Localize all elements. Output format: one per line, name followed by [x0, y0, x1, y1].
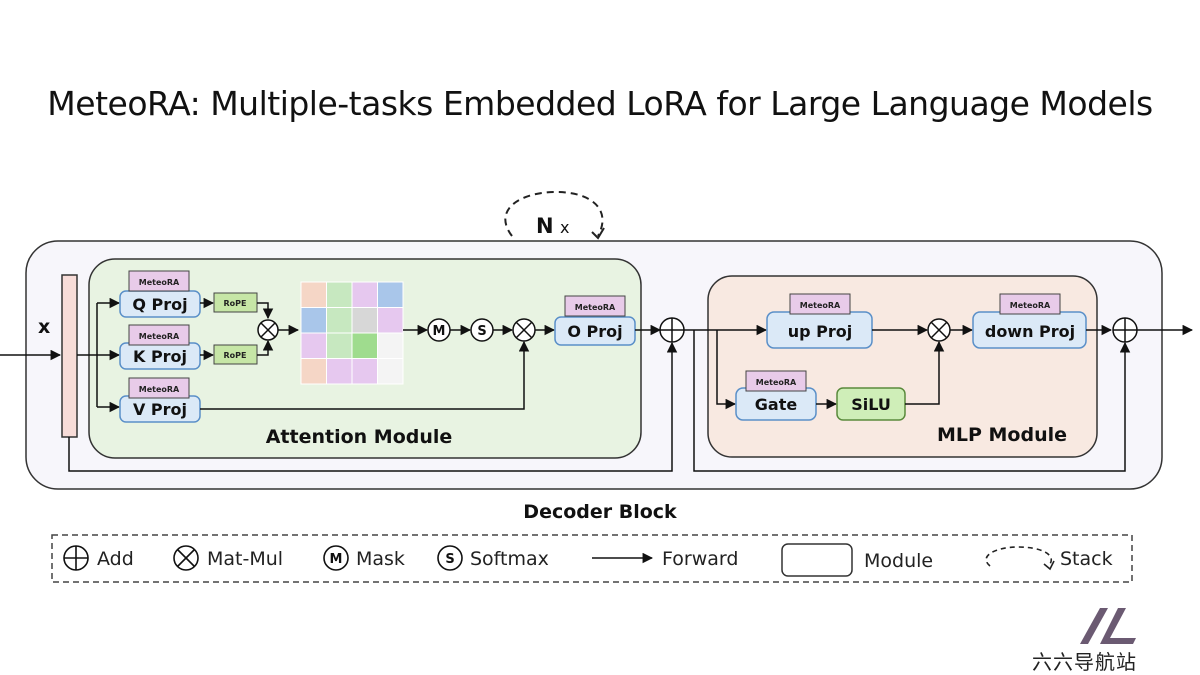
o-proj-block: MeteoRA O Proj: [554, 295, 636, 346]
legend-forward: Forward: [592, 548, 738, 570]
legend-matmul: Mat-Mul: [173, 545, 283, 571]
down-proj-label: down Proj: [985, 322, 1075, 341]
legend-matmul-label: Mat-Mul: [207, 548, 283, 570]
softmax-symbol: S: [477, 324, 486, 339]
heatmap-cell: [300, 281, 327, 308]
rope-k-label: RoPE: [224, 351, 247, 360]
heatmap-cell: [326, 358, 353, 385]
up-proj-block: MeteoRA up Proj: [766, 293, 873, 349]
legend-module-label: Module: [864, 550, 933, 572]
mask-icon: M: [427, 318, 451, 342]
heatmap-cell: [377, 332, 404, 359]
heatmap-cell: [326, 281, 353, 308]
legend-add: Add: [63, 545, 134, 571]
up-meteora-tag: MeteoRA: [800, 301, 841, 310]
legend-softmax-symbol: S: [445, 552, 454, 567]
page-title: MeteoRA: Multiple-tasks Embedded LoRA fo…: [47, 84, 1153, 123]
heatmap-cell: [377, 281, 404, 308]
heatmap-cell: [351, 358, 378, 385]
gate-meteora-tag: MeteoRA: [756, 378, 797, 387]
legend-softmax: S Softmax: [437, 545, 549, 571]
heatmap-cell: [300, 332, 327, 359]
q-meteora-tag: MeteoRA: [139, 278, 180, 287]
legend-module: Module: [781, 543, 933, 577]
legend-stack: Stack: [985, 546, 1113, 571]
gate-label: Gate: [755, 395, 798, 414]
attention-module-label: Attention Module: [266, 426, 453, 448]
watermark-text: 六六导航站: [1032, 650, 1137, 674]
legend-add-label: Add: [97, 548, 134, 570]
stack-n-label: N: [536, 214, 554, 238]
v-to-matmul-arrow: [200, 340, 530, 410]
heatmap-cell: [377, 358, 404, 385]
down-proj-block: MeteoRA down Proj: [972, 293, 1087, 349]
watermark-logo: [1080, 608, 1136, 644]
rope-q-label: RoPE: [224, 299, 247, 308]
mask-symbol: M: [433, 324, 446, 339]
heatmap-cell: [300, 307, 327, 334]
heatmap-cell: [351, 281, 378, 308]
o-meteora-tag: MeteoRA: [575, 303, 616, 312]
decoder-block-label: Decoder Block: [523, 501, 677, 523]
legend-forward-label: Forward: [662, 548, 738, 570]
heatmap-cell: [326, 332, 353, 359]
mlp-branches: [684, 324, 1131, 472]
v-meteora-tag: MeteoRA: [139, 385, 180, 394]
heatmap-cell: [377, 307, 404, 334]
input-x-label: x: [38, 316, 50, 338]
layer-norm-bar: [61, 274, 78, 438]
k-proj-block: MeteoRA K Proj: [119, 324, 201, 370]
k-proj-label: K Proj: [133, 347, 187, 366]
legend-stack-label: Stack: [1060, 548, 1113, 570]
heatmap-cell: [326, 307, 353, 334]
silu-to-matmul-arrow: [905, 340, 945, 405]
silu-block: SiLU: [836, 387, 906, 421]
matmul-1-icon: [257, 319, 279, 341]
qkv-fanout: [77, 297, 121, 413]
legend-mask-symbol: M: [330, 552, 343, 567]
v-proj-label: V Proj: [133, 400, 187, 419]
softmax-icon: S: [470, 318, 494, 342]
up-proj-label: up Proj: [788, 322, 853, 341]
legend-mask-label: Mask: [356, 548, 405, 570]
attention-heatmap: [300, 281, 404, 385]
k-meteora-tag: MeteoRA: [139, 332, 180, 341]
legend-box: [51, 534, 1133, 583]
mlp-module-label: MLP Module: [937, 424, 1067, 446]
q-proj-label: Q Proj: [132, 295, 187, 314]
residual-1-arrow: [68, 341, 678, 472]
legend-softmax-label: Softmax: [470, 548, 549, 570]
rope-to-matmul: [257, 302, 274, 356]
heatmap-cell: [351, 307, 378, 334]
down-meteora-tag: MeteoRA: [1010, 301, 1051, 310]
stack-x-label: x: [560, 218, 569, 237]
add-2-icon: [1112, 317, 1138, 343]
heatmap-cell: [300, 358, 327, 385]
o-proj-label: O Proj: [567, 322, 622, 341]
silu-label: SiLU: [851, 395, 891, 414]
q-proj-block: MeteoRA Q Proj: [119, 270, 201, 318]
matmul-3-icon: [927, 318, 951, 342]
legend-mask: M Mask: [323, 545, 405, 571]
add-1-icon: [659, 317, 685, 343]
stack-loop: N x: [504, 190, 605, 240]
heatmap-cell: [351, 332, 378, 359]
gate-block: MeteoRA Gate: [735, 370, 817, 421]
matmul-2-icon: [512, 318, 536, 342]
v-proj-block: MeteoRA V Proj: [119, 377, 201, 423]
